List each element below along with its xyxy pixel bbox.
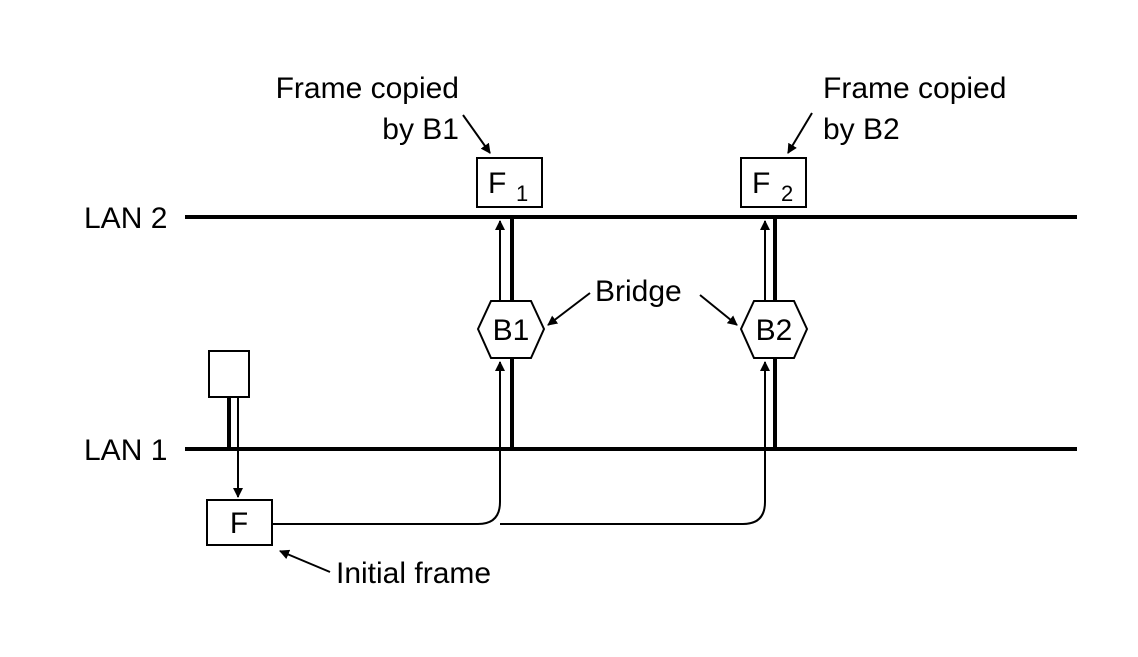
initial-frame-caption: Initial frame (336, 557, 491, 590)
initial-frame-caption-arrow (279, 549, 331, 573)
bridge-b1-label: B1 (493, 314, 530, 347)
initial-frame-letter: F (230, 507, 248, 540)
copy2-caption-line1: Frame copied (823, 72, 1006, 105)
bridge-label: Bridge (595, 275, 682, 308)
copy2-caption-line2: by B2 (823, 113, 900, 146)
frame-copy-1: F 1 (476, 157, 543, 208)
frame-path-to-b2 (500, 361, 770, 525)
copy2-caption-arrow (787, 112, 813, 154)
frame-copy-2: F 2 (740, 157, 807, 208)
bridge-b1: B1 (476, 300, 546, 359)
copy1-caption-arrow (462, 114, 491, 154)
bridge-b2: B2 (739, 300, 809, 359)
lan2-label: LAN 2 (84, 202, 167, 235)
lan1-label: LAN 1 (84, 434, 167, 467)
frame-copy-1-letter: F (488, 167, 506, 200)
initial-frame: F (206, 499, 273, 546)
copy1-caption-line2: by B1 (382, 113, 459, 146)
frame-path-to-b1 (272, 361, 505, 525)
copy1-caption-line1: Frame copied (276, 72, 459, 105)
frame-copy-1-subscript: 1 (516, 181, 528, 206)
frame-copy-2-letter: F (752, 167, 770, 200)
bridge-b2-label: B2 (756, 314, 793, 347)
bridge-label-arrow-b1 (547, 292, 591, 326)
frame-copy-2-subscript: 2 (781, 181, 793, 206)
bridge-label-arrow-b2 (699, 294, 738, 326)
host-station (208, 350, 250, 398)
